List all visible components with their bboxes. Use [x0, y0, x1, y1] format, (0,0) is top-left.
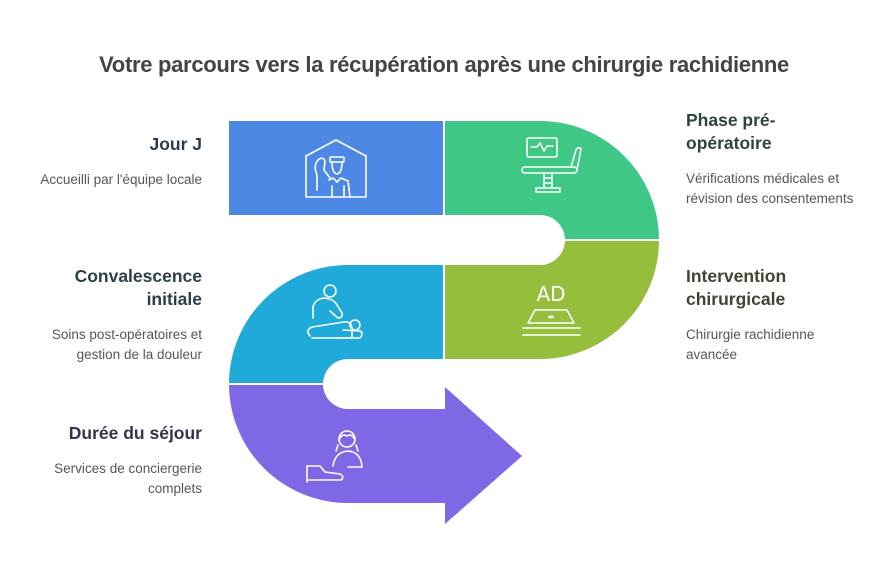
step-label-phase-pre-operatoire: Phase pré-opératoire Vérifications médic… [686, 109, 866, 208]
step-label-convalescence-initiale: Convalescence initiale Soins post-opérat… [27, 265, 202, 364]
surgical-table-icon-label: AD [536, 282, 565, 306]
step-heading: Phase pré-opératoire [686, 110, 776, 153]
step-description: Accueilli par l'équipe locale [40, 172, 202, 187]
segment-intervention-chirurgicale [445, 241, 659, 359]
step-heading: Convalescence initiale [74, 266, 202, 309]
step-description: Services de conciergerie complets [54, 461, 202, 496]
step-label-jour-j: Jour J Accueilli par l'équipe locale [27, 133, 202, 190]
physiotherapy-icon [307, 284, 363, 339]
concierge-service-icon [306, 430, 363, 483]
segment-duree-du-sejour [229, 385, 522, 524]
medical-chair-monitor-icon [521, 137, 582, 193]
step-heading: Intervention chirurgicale [686, 266, 787, 309]
step-heading: Durée du séjour [68, 423, 202, 443]
step-label-intervention-chirurgicale: Intervention chirurgicale Chirurgie rach… [686, 265, 866, 364]
step-description: Vérifications médicales et révision des … [686, 171, 854, 206]
step-label-duree-du-sejour: Durée du séjour Services de conciergerie… [27, 422, 202, 498]
concierge-house-icon [305, 139, 367, 198]
step-description: Chirurgie rachidienne avancée [686, 327, 815, 362]
surgical-table-icon: AD [522, 282, 581, 336]
step-heading: Jour J [149, 134, 202, 154]
segment-jour-j [229, 121, 443, 215]
page-title: Votre parcours vers la récupération aprè… [99, 52, 789, 77]
step-description: Soins post-opératoires et gestion de la … [51, 327, 202, 362]
